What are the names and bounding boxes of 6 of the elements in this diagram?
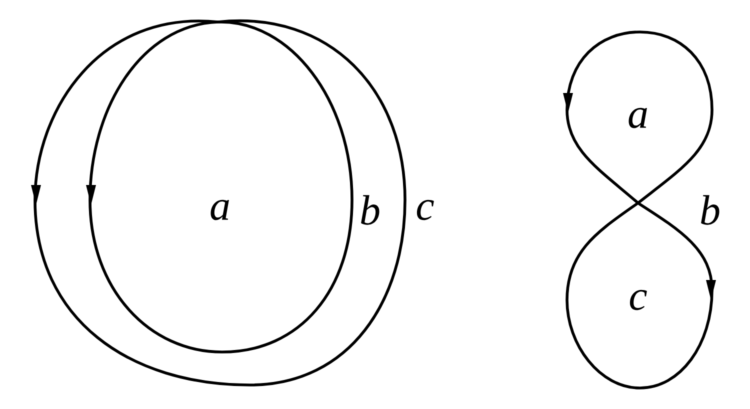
region-label: c [630,290,647,310]
region-label: a [628,108,647,128]
region-label: c [416,200,434,220]
region-label: b [701,195,720,225]
region-label: a [210,200,229,220]
region-label: b [361,195,380,225]
